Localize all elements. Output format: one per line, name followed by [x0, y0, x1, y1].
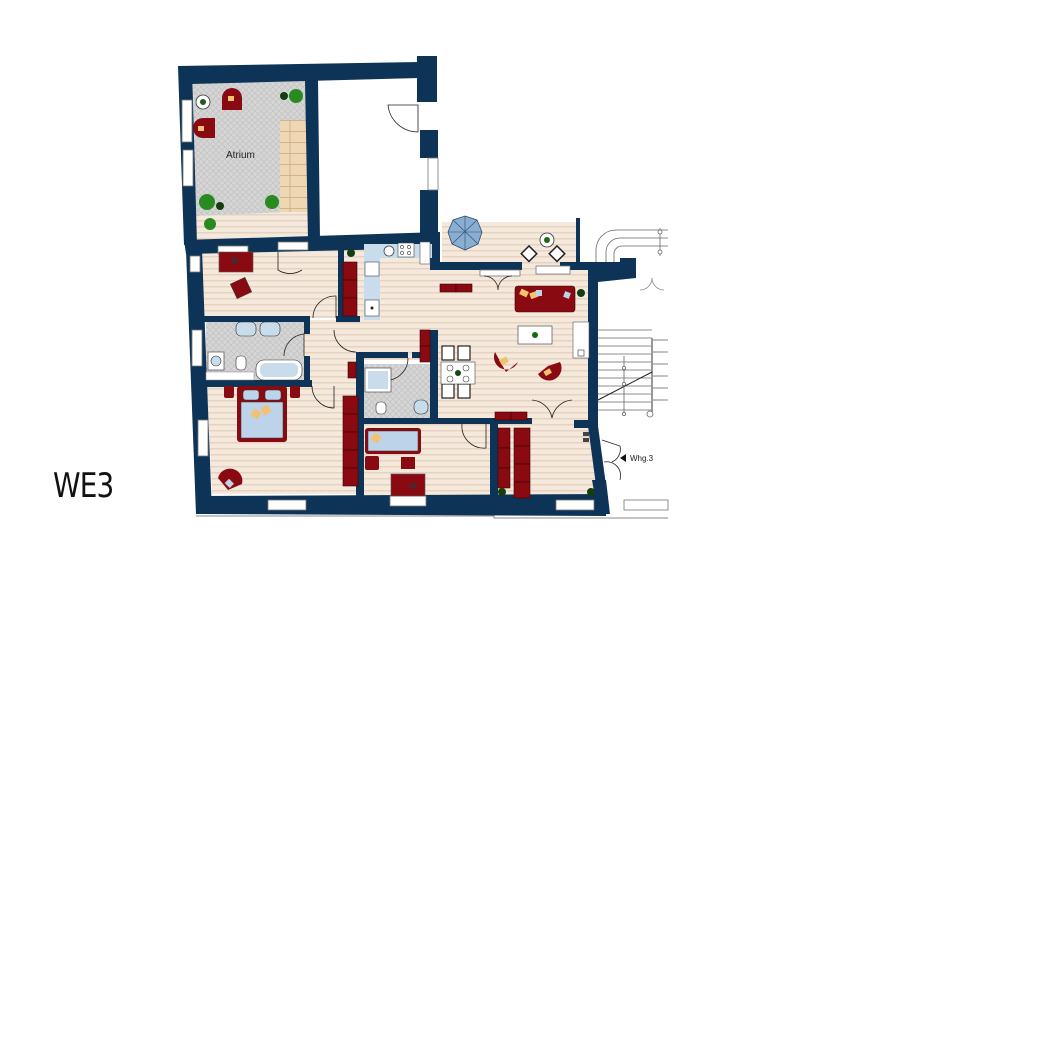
nightstand — [365, 456, 379, 470]
plant-icon — [587, 488, 595, 496]
plant-icon — [265, 195, 279, 209]
stair-steps — [598, 329, 668, 411]
armchair-icon — [218, 468, 243, 490]
bedroom1-furniture — [218, 249, 355, 300]
desk-icon — [390, 473, 426, 497]
pillow — [264, 389, 282, 401]
plant-icon — [280, 92, 288, 100]
plant-icon — [289, 89, 303, 103]
door-hall — [312, 295, 337, 319]
nightstand — [224, 386, 234, 398]
small-bedroom-furniture — [365, 428, 426, 497]
terrace-furniture — [447, 215, 566, 263]
chair-icon — [520, 244, 538, 263]
shower-room-fixtures — [364, 367, 429, 415]
stool — [401, 457, 415, 469]
doors — [277, 104, 665, 481]
dining-set — [440, 345, 476, 399]
entry-hall: Whg.3 — [498, 432, 654, 496]
sink-icon — [383, 245, 395, 257]
door-kitchen — [333, 329, 357, 353]
plant-icon — [216, 202, 224, 210]
door-bath — [283, 333, 305, 357]
cabinets — [342, 261, 531, 499]
door-master — [311, 385, 335, 409]
sink-icon — [413, 399, 429, 415]
chair-icon — [457, 383, 471, 399]
umbrella-icon — [447, 215, 483, 251]
sink-icon — [259, 321, 281, 337]
plant-icon — [347, 249, 355, 257]
entrance-label: Whg.3 — [630, 454, 654, 463]
sink-icon — [235, 321, 257, 337]
plant-icon — [498, 488, 506, 496]
plant-icon — [532, 332, 538, 338]
door-stair-landing — [639, 277, 665, 291]
chair-icon — [441, 383, 455, 399]
kitchen — [364, 241, 432, 320]
nightstand — [290, 386, 300, 398]
door-entrance — [601, 439, 621, 481]
toilet-icon — [375, 401, 387, 415]
pillow — [242, 389, 260, 401]
plant-icon — [544, 237, 550, 243]
door-stairwell — [387, 104, 419, 133]
sink-icon — [364, 261, 380, 277]
entrance-arrow-icon — [620, 454, 626, 462]
door-small-bed — [461, 423, 487, 449]
atrium-furniture: Atrium — [193, 88, 303, 230]
walls — [178, 56, 636, 516]
plant-icon — [577, 289, 585, 297]
armchair-icon — [493, 352, 518, 372]
atrium-stairs — [280, 120, 308, 212]
plant-icon — [199, 194, 215, 210]
stairwell — [595, 228, 668, 418]
plant-icon — [200, 99, 206, 105]
door-double-living — [531, 399, 573, 419]
door-bedroom1 — [277, 252, 303, 274]
plant-icon — [204, 218, 216, 230]
living-furniture — [493, 285, 590, 381]
room-label-atrium: Atrium — [226, 150, 255, 161]
unit-label: WE3 — [53, 466, 114, 506]
sofa-icon — [514, 285, 576, 313]
windows — [181, 99, 669, 511]
chair-icon — [441, 345, 455, 361]
master-bedroom-furniture — [218, 386, 300, 490]
atrium-floor — [193, 80, 308, 218]
bathroom-fixtures — [205, 321, 303, 381]
chair-icon — [457, 345, 471, 361]
plant-icon — [455, 370, 461, 376]
door-shower — [389, 357, 409, 381]
toilet-icon — [235, 355, 247, 371]
door-terrace — [483, 275, 513, 291]
chair-icon — [229, 276, 253, 300]
chair-icon — [548, 244, 566, 263]
stove-icon — [397, 242, 415, 258]
